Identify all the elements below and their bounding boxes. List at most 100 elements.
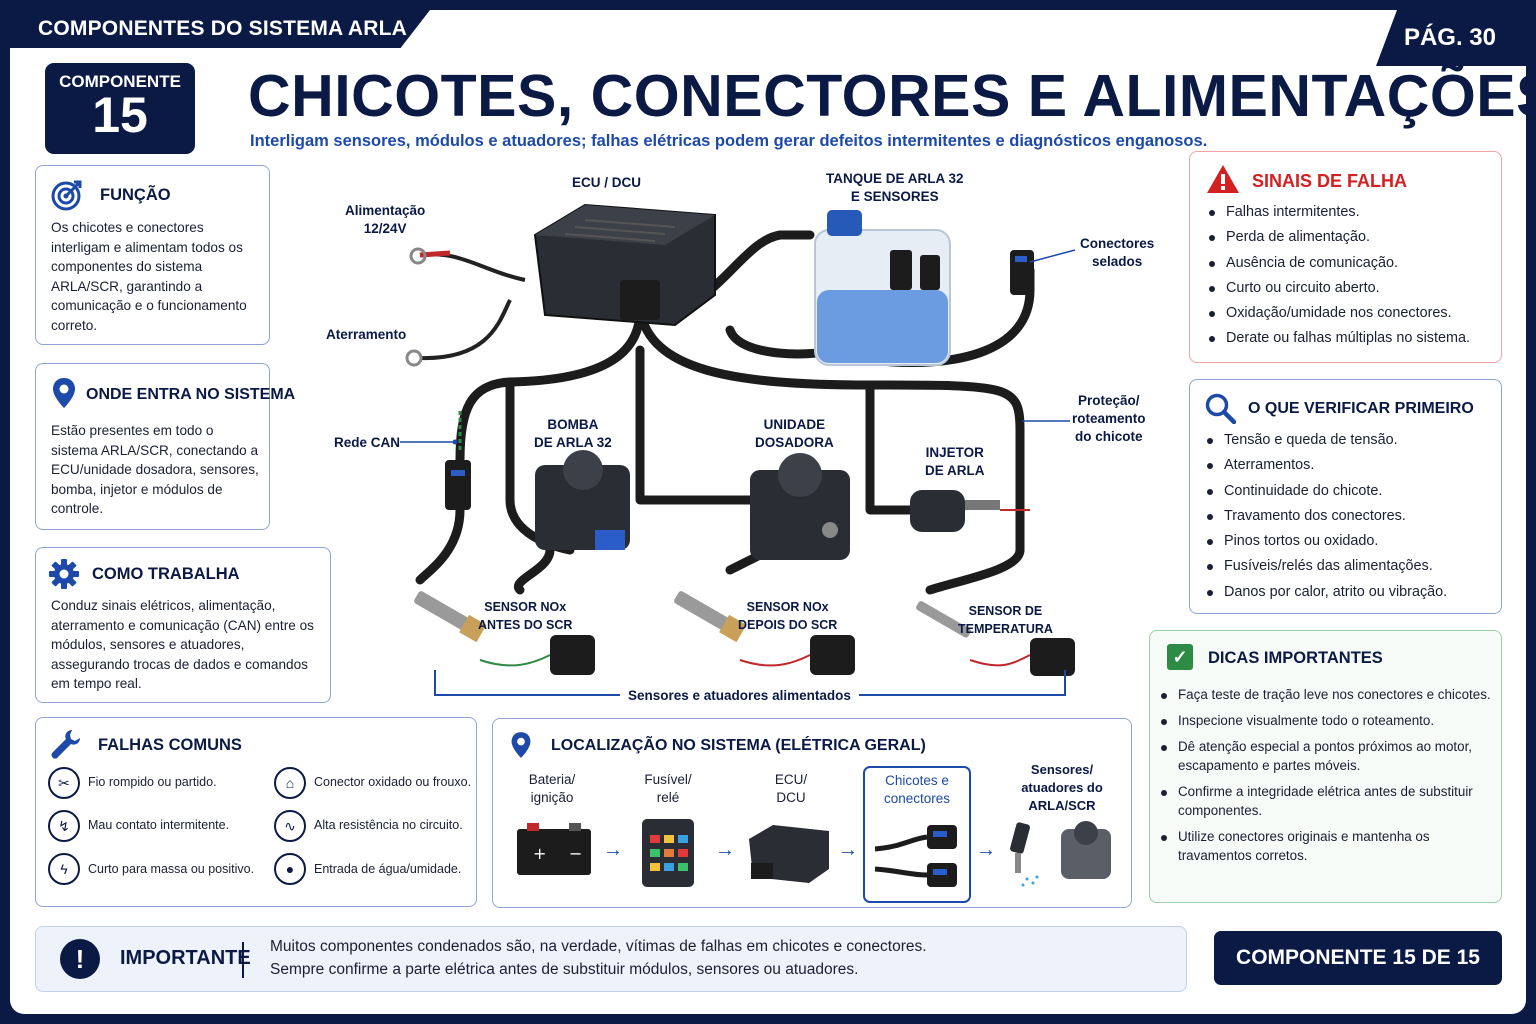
exclamation-icon: ! [60, 939, 100, 979]
label-bomba: BOMBA DE ARLA 32 [534, 417, 612, 450]
como-text: Conduz sinais elétricos, alimentação, at… [51, 598, 314, 691]
water-drop-icon: ● [274, 853, 306, 885]
label-alimentacao: Alimentação 12/24V [345, 203, 426, 236]
sinais-list: Falhas intermitentes. Perda de alimentaç… [1206, 202, 1470, 354]
section-tab: COMPONENTES DO SISTEMA ARLA [10, 10, 430, 48]
falha-item: Curto para massa ou positivo. [88, 862, 255, 876]
funcao-card: FUNÇÃO Os chicotes e conectores interlig… [35, 165, 270, 345]
dicas-list: Faça teste de tração leve nos conectores… [1158, 685, 1496, 872]
dicas-card: ✓ DICAS IMPORTANTES Faça teste de tração… [1149, 630, 1502, 903]
harness-connector-icon [874, 825, 957, 887]
component-badge: COMPONENTE 15 [45, 63, 195, 154]
verificar-item: Danos por calor, atrito ou vibração. [1204, 582, 1447, 607]
label-protecao: Proteção/ roteamento do chicote [1072, 393, 1146, 444]
verificar-item: Pinos tortos ou oxidado. [1204, 531, 1447, 556]
label-ecu: ECU / DCU [572, 175, 642, 190]
verificar-card: O QUE VERIFICAR PRIMEIRO Tensão e queda … [1189, 379, 1502, 614]
falha-item: Mau contato intermitente. [88, 818, 230, 832]
ecu-icon [749, 825, 829, 883]
svg-text:+: + [533, 844, 546, 863]
verificar-item: Aterramentos. [1204, 455, 1447, 480]
svg-text:−: − [569, 844, 582, 863]
resistance-icon: ∿ [274, 810, 306, 842]
sinais-item: Falhas intermitentes. [1206, 202, 1470, 227]
magnifier-icon [1205, 393, 1236, 424]
label-tanque: TANQUE DE ARLA 32 E SENSORES [826, 171, 964, 204]
step-fusivel-label: Fusível/ relé [644, 772, 692, 805]
step-chicotes-highlight [863, 766, 971, 903]
wiring-diagram-art [400, 203, 1076, 696]
dicas-item: Inspecione visualmente todo o roteamento… [1158, 711, 1496, 730]
footer-component-badge: COMPONENTE 15 DE 15 [1214, 931, 1502, 985]
importante-title: IMPORTANTE [120, 947, 251, 969]
localizacao-title: LOCALIZAÇÃO NO SISTEMA (ELÉTRICA GERAL) [551, 737, 926, 754]
verificar-item: Travamento dos conectores. [1204, 506, 1447, 531]
location-pin-icon [53, 378, 75, 408]
onde-card: ONDE ENTRA NO SISTEMA Estão presentes em… [35, 363, 295, 530]
check-icon: ✓ [1167, 644, 1193, 670]
sinais-item: Oxidação/umidade nos conectores. [1206, 303, 1470, 328]
funcao-text: Os chicotes e conectores interligam e al… [51, 220, 247, 333]
target-icon [51, 180, 82, 211]
funcao-title: FUNÇÃO [100, 186, 171, 204]
importante-line2: Sempre confirme a parte elétrica antes d… [270, 961, 859, 978]
label-nox-depois: SENSOR NOx DEPOIS DO SCR [738, 600, 838, 632]
importante-divider [242, 942, 244, 978]
label-sensores-alimentados: Sensores e atuadores alimentados [620, 687, 859, 705]
step-sensores-label: Sensores/ atuadores do ARLA/SCR [1021, 762, 1103, 813]
sinais-item: Derate ou falhas múltiplas no sistema. [1206, 328, 1470, 353]
sinais-item: Perda de alimentação. [1206, 227, 1470, 252]
page: COMPONENTES DO SISTEMA ARLA PÁG. 30 COMP… [10, 10, 1536, 1014]
component-badge-label: COMPONENTE [59, 72, 181, 91]
verificar-title: O QUE VERIFICAR PRIMEIRO [1248, 400, 1474, 417]
verificar-item: Fusíveis/relés das alimentações. [1204, 556, 1447, 581]
falhas-title: FALHAS COMUNS [98, 736, 242, 754]
broken-wire-icon: ✂ [48, 767, 80, 799]
label-nox-antes: SENSOR NOx ANTES DO SCR [478, 600, 573, 632]
fuse-box-icon [642, 819, 694, 887]
como-card: COMO TRABALHA Conduz sinais elétricos, a… [35, 547, 331, 703]
falha-item: Entrada de água/umidade. [314, 862, 462, 876]
label-temperatura: SENSOR DE TEMPERATURA [958, 604, 1053, 636]
dicas-item: Utilize conectores originais e mantenha … [1158, 827, 1496, 865]
localizacao-card: LOCALIZAÇÃO NO SISTEMA (ELÉTRICA GERAL) … [492, 718, 1132, 908]
como-title: COMO TRABALHA [92, 565, 240, 583]
arrow-icon: → [603, 839, 623, 861]
warning-icon [1207, 165, 1239, 193]
label-conectores-selados: Conectores selados [1080, 236, 1155, 269]
arrow-icon: → [715, 839, 735, 861]
arrow-icon: → [976, 839, 996, 861]
component-badge-number: 15 [92, 87, 148, 143]
sensor-actuator-icon [1010, 821, 1111, 887]
battery-icon: + − [517, 823, 591, 875]
gear-icon [49, 559, 79, 589]
verificar-list: Tensão e queda de tensão. Aterramentos. … [1204, 430, 1447, 607]
sinais-item: Curto ou circuito aberto. [1206, 278, 1470, 303]
verificar-item: Continuidade do chicote. [1204, 481, 1447, 506]
importante-bar: ! IMPORTANTE Muitos componentes condenad… [35, 926, 1187, 992]
sinais-card: SINAIS DE FALHA Falhas intermitentes. Pe… [1189, 151, 1502, 363]
falha-item: Alta resistência no circuito. [314, 818, 463, 832]
falha-item: Conector oxidado ou frouxo. [314, 775, 472, 789]
onde-title: ONDE ENTRA NO SISTEMA [86, 386, 296, 403]
wiring-diagram: Alimentação 12/24V ECU / DCU TANQUE DE A… [310, 170, 1190, 710]
dicas-title: DICAS IMPORTANTES [1208, 649, 1383, 667]
page-subtitle: Interligam sensores, módulos e atuadores… [250, 132, 1208, 150]
lightning-icon: ϟ [48, 853, 80, 885]
loose-contact-icon: ↯ [48, 810, 80, 842]
verificar-item: Tensão e queda de tensão. [1204, 430, 1447, 455]
sinais-title: SINAIS DE FALHA [1252, 171, 1408, 191]
dicas-item: Confirme a integridade elétrica antes de… [1158, 782, 1496, 820]
importante-line1: Muitos componentes condenados são, na ve… [270, 938, 927, 955]
label-rede-can: Rede CAN [334, 435, 401, 450]
wrench-icon [51, 730, 80, 759]
dicas-item: Faça teste de tração leve nos conectores… [1158, 685, 1496, 704]
step-ecu-label: ECU/ DCU [774, 772, 808, 805]
falhas-card: FALHAS COMUNS ✂ Fio rompido ou partido. … [35, 717, 477, 907]
falha-item: Fio rompido ou partido. [88, 775, 217, 789]
label-injetor: INJETOR DE ARLA [925, 445, 985, 478]
connector-icon: ⌂ [274, 767, 306, 799]
page-number: PÁG. 30 [1376, 10, 1526, 66]
label-unidade-dosadora: UNIDADE DOSADORA [755, 417, 834, 450]
arrow-icon: → [838, 839, 858, 861]
